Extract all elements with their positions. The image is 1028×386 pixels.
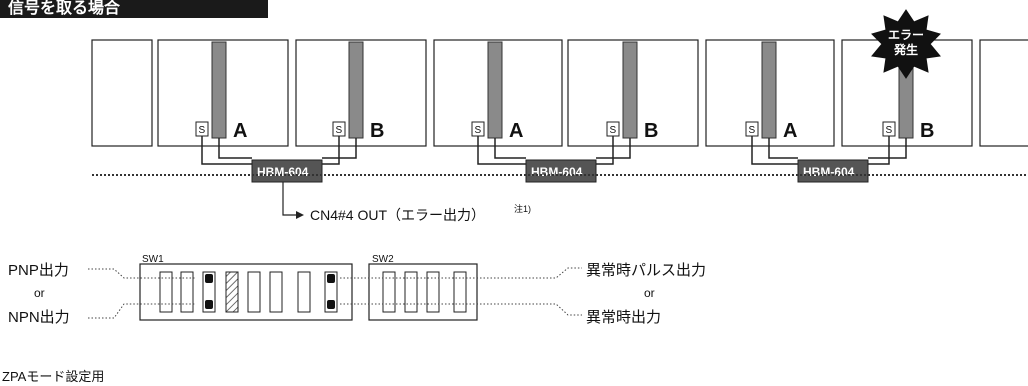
sensor-label-a: A [233,120,247,142]
label-zpa-mode: ZPAモード設定用 [2,369,104,384]
controller-box [797,159,869,183]
heading-text: 信号を取る場合 [8,0,121,17]
label-or-left: or [34,286,45,300]
sensor-group-3: S S A B HBM-604 [745,41,934,183]
label-pnp-output: PNP出力 [8,262,69,279]
dip-knob-off [327,300,335,309]
s-label: S [475,125,482,136]
label-npn-output: NPN出力 [8,309,70,326]
error-badge-line1: エラー [888,28,924,42]
label-abnormal-output: 異常時出力 [586,309,661,326]
zone-frame [567,39,699,147]
s-label: S [199,125,206,136]
s-label: S [886,125,893,136]
controller-box [251,159,323,183]
dip-slot[interactable] [426,271,440,313]
s-label: S [749,125,756,136]
sensor-bar-a [211,41,227,139]
dip-slot[interactable] [297,271,311,313]
dip-switch-sw2: SW2 [368,254,478,321]
dip-slot[interactable] [453,271,467,313]
sensor-label-a: A [783,120,797,142]
zone-frame [433,39,563,147]
zone-frame [157,39,289,147]
zone-frame [979,39,1028,147]
output-label: CN4#4 OUT（エラー出力） [310,207,485,223]
dip-slot[interactable] [247,271,261,313]
label-or-right: or [644,286,655,300]
controller-label: HBM-604 [803,165,855,179]
sw2-label: SW2 [372,254,394,265]
sensor-label-b: B [370,120,384,142]
sensor-group-2: S S A B HBM-604 [471,41,658,183]
dip-slot-zpa[interactable] [225,271,239,313]
dip-switch-sw1: SW1 [139,254,353,321]
dip-slot[interactable] [269,271,283,313]
zone-frame [91,39,153,147]
sw1-body [139,263,353,321]
dip-slot[interactable] [404,271,418,313]
s-label: S [336,125,343,136]
sensor-bar-b [348,41,364,139]
zone-frame [705,39,835,147]
sensor-bar-b [622,41,638,139]
error-badge-line2: 発生 [893,42,918,57]
sensor-label-b: B [920,120,934,142]
zone-frame [295,39,427,147]
output-arrow: CN4#4 OUT（エラー出力） 注1) [282,182,531,223]
dip-knob-on [205,274,213,283]
dip-knob-on [327,274,335,283]
guide-lines [88,267,582,319]
sensor-bar-a [761,41,777,139]
dip-knob-off [205,300,213,309]
dip-slot[interactable] [159,271,173,313]
s-label: S [610,125,617,136]
sensor-label-a: A [509,120,523,142]
controller-label: HBM-604 [257,165,309,179]
label-abnormal-pulse-output: 異常時パルス出力 [586,262,706,279]
conveyor-zones [91,39,1028,147]
sensor-bar-a [487,41,503,139]
sensor-label-b: B [644,120,658,142]
sw1-label: SW1 [142,254,164,265]
sensor-group-1: S S A B HBM-604 [195,41,384,183]
error-burst-badge: エラー 発生 [871,9,941,79]
controller-box [525,159,597,183]
dip-slot[interactable] [180,271,194,313]
heading-banner: 信号を取る場合 [0,0,268,18]
output-note: 注1) [514,203,531,214]
controller-label: HBM-604 [531,165,583,179]
dip-slot[interactable] [382,271,396,313]
